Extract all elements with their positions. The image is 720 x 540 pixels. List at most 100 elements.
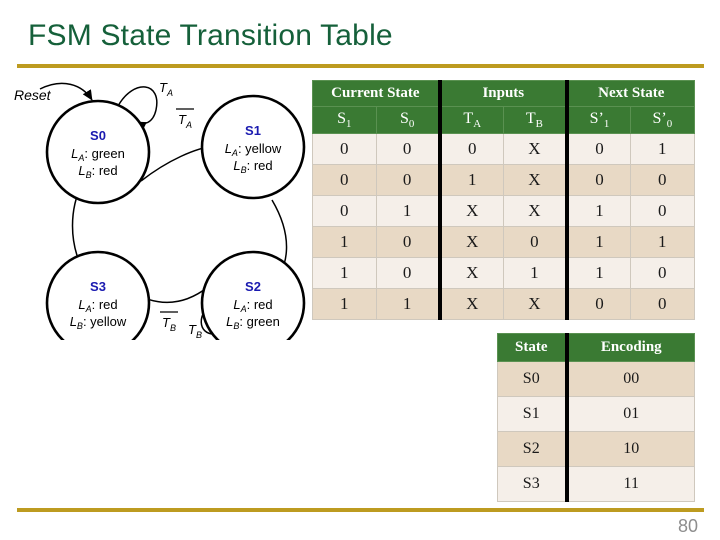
cell: 0: [375, 257, 441, 289]
s1-output-lb: LB: red: [233, 158, 272, 175]
group-header-current-state: Current State: [311, 80, 441, 107]
cell: 1: [312, 288, 377, 320]
footer-divider: [17, 508, 704, 512]
cell: 0: [312, 164, 377, 196]
cell: 0: [629, 288, 695, 320]
state-node-s3: S3 LA: red LB: yellow: [45, 250, 151, 340]
s3-circle: [45, 250, 151, 340]
cell: 0: [502, 226, 568, 258]
cell: X: [502, 164, 568, 196]
table-row: S2 10: [497, 431, 695, 467]
cell: 1: [375, 288, 441, 320]
cell: 0: [564, 164, 631, 196]
s0-circle: [45, 99, 151, 205]
col-header-s0-next: S’0: [629, 106, 695, 134]
s0-label: S0: [90, 128, 106, 143]
s0-self-loop-label: TA: [159, 80, 173, 98]
state-encoding-table: State Encoding S0 00 S1 01 S2 10 S3 11: [497, 333, 695, 502]
cell: S2: [497, 431, 567, 467]
cell: S0: [497, 361, 567, 397]
s1-output-la: LA: yellow: [225, 141, 282, 158]
cell: 0: [312, 133, 377, 165]
cell: 0: [437, 133, 504, 165]
cell: X: [502, 288, 568, 320]
cell: 11: [564, 466, 695, 502]
cell: 0: [564, 133, 631, 165]
page-number: 80: [677, 516, 698, 536]
cell: 1: [502, 257, 568, 289]
cell: 0: [629, 257, 695, 289]
cell: X: [502, 133, 568, 165]
cell: X: [437, 195, 504, 227]
cell: 1: [312, 226, 377, 258]
cell: 0: [312, 195, 377, 227]
title-divider: [17, 64, 704, 68]
cell: 00: [564, 361, 695, 397]
cell: 0: [375, 226, 441, 258]
encoding-header-row: State Encoding: [497, 333, 695, 362]
cell: 0: [629, 195, 695, 227]
table-row: S0 00: [497, 361, 695, 397]
table-column-header-row: S1 S0 TA TB S’1 S’0: [312, 106, 695, 134]
edge-s0-to-s1-label: TA: [178, 112, 192, 130]
col-header-tb: TB: [502, 106, 568, 134]
s2-circle: [200, 250, 306, 340]
table-group-header-row: Current State Inputs Next State: [311, 80, 695, 107]
s3-label: S3: [90, 279, 106, 294]
s0-output-lb: LB: red: [78, 163, 117, 180]
col-header-s1: S1: [312, 106, 377, 134]
table-row: 1 0 X 1 1 0: [312, 257, 695, 289]
table-row: 0 1 X X 1 0: [312, 195, 695, 227]
reset-label: Reset: [14, 87, 52, 103]
s2-self-loop-label: TB: [188, 322, 202, 340]
table-row: S1 01: [497, 396, 695, 432]
s1-label: S1: [245, 123, 261, 138]
s1-circle: [200, 94, 306, 200]
cell: X: [502, 195, 568, 227]
state-node-s0: S0 LA: green LB: red: [45, 99, 151, 205]
table-row: S3 11: [497, 466, 695, 502]
cell: X: [437, 257, 504, 289]
cell: 1: [312, 257, 377, 289]
table-row: 1 0 X 0 1 1: [312, 226, 695, 258]
s2-output-la: LA: red: [233, 297, 272, 314]
table-row: 1 1 X X 0 0: [312, 288, 695, 320]
cell: 1: [375, 195, 441, 227]
cell: 1: [564, 257, 631, 289]
s3-output-la: LA: red: [78, 297, 117, 314]
state-node-s2: S2 LA: red LB: green: [200, 250, 306, 340]
cell: X: [437, 226, 504, 258]
col-header-ta: TA: [437, 106, 504, 134]
cell: 0: [375, 164, 441, 196]
group-header-inputs: Inputs: [437, 80, 568, 107]
reset-arrow: [39, 82, 93, 101]
cell: 0: [564, 288, 631, 320]
cell: 1: [564, 195, 631, 227]
table-row: 0 0 0 X 0 1: [312, 133, 695, 165]
s0-self-loop: [117, 86, 158, 131]
s2-output-lb: LB: green: [226, 314, 280, 331]
cell: S1: [497, 396, 567, 432]
page-title: FSM State Transition Table: [28, 19, 393, 52]
fsm-state-diagram: Reset TA TA TB TB S0 LA: green LB: red: [0, 76, 308, 340]
cell: 1: [437, 164, 504, 196]
cell: X: [437, 288, 504, 320]
state-node-s1: S1 LA: yellow LB: red: [200, 94, 306, 200]
col-header-s1-next: S’1: [564, 106, 631, 134]
col-header-s0: S0: [375, 106, 441, 134]
state-transition-table: Current State Inputs Next State S1 S0 TA…: [311, 80, 695, 320]
cell: S3: [497, 466, 567, 502]
table-row: 0 0 1 X 0 0: [312, 164, 695, 196]
cell: 1: [629, 226, 695, 258]
cell: 0: [629, 164, 695, 196]
encoding-col-header-state: State: [497, 333, 567, 362]
cell: 1: [629, 133, 695, 165]
encoding-col-header-encoding: Encoding: [564, 333, 695, 362]
cell: 1: [564, 226, 631, 258]
cell: 0: [375, 133, 441, 165]
group-header-next-state: Next State: [564, 80, 695, 107]
cell: 01: [564, 396, 695, 432]
cell: 10: [564, 431, 695, 467]
s2-label: S2: [245, 279, 261, 294]
s3-output-lb: LB: yellow: [70, 314, 127, 331]
